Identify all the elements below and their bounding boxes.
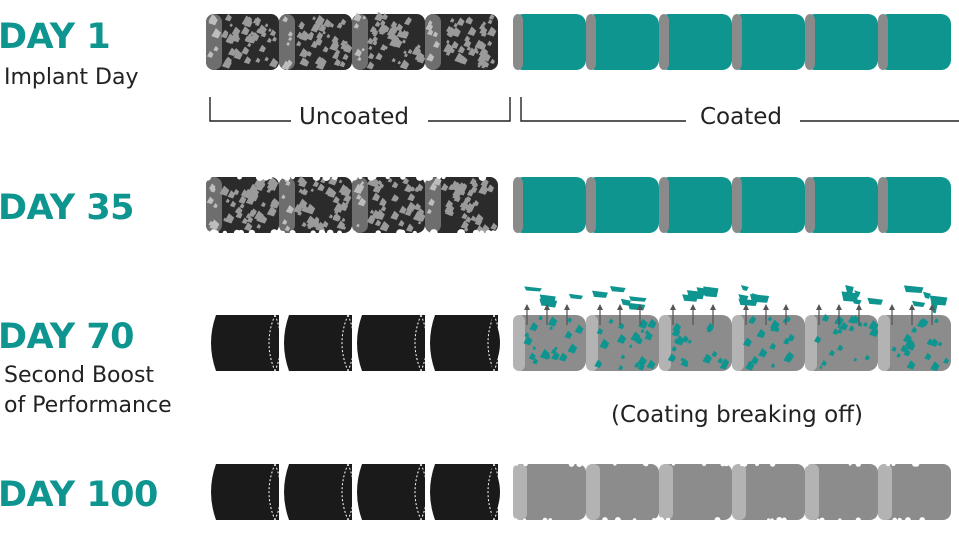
coated-label: Coated [692,106,790,129]
uncoated-pellet-segment [424,173,498,237]
uncoated-pellet-segment [357,463,428,521]
uncoated-pellet-segment [352,11,426,70]
day-100-title: DAY 100 [0,475,158,515]
coated-pellet-segment [586,14,659,70]
day-1-subtitle: Implant Day [4,65,139,90]
coated-pellet-segment [732,285,805,371]
uncoated-pellet-segment [430,314,501,372]
uncoated-pellet-segment [211,463,282,521]
uncoated-pellet-segment [203,173,280,237]
coated-pellet-segment [586,286,659,371]
day-70-subtitle-line-2: of Performance [4,393,172,418]
coated-pellet-segment [513,461,586,523]
uncoated-pellet-segment [279,14,353,71]
coated-pellet-segment [878,177,951,233]
coated-pellet-segment [513,14,586,70]
uncoated-pellet-segment [284,463,355,521]
uncoated-pellet-segment [349,173,426,237]
uncoated-pellet-segment [206,13,279,70]
coated-pellet-segment [513,286,586,371]
coated-pellet-segment [878,461,951,523]
uncoated-pellet-segment [279,173,352,237]
coated-pellet-segment [586,461,659,523]
day-1-title: DAY 1 [0,17,111,57]
coated-pellet-segment [659,14,732,70]
coated-pellet-segment [805,285,883,371]
coated-pellet-segment [732,177,805,233]
coated-pellet-segment [878,14,951,70]
day-35-title: DAY 35 [0,188,135,228]
coated-pellet-segment [657,461,732,523]
coated-pellet-segment [659,177,732,233]
day-70-subtitle-line-1: Second Boost [4,363,155,388]
uncoated-pellet-segment [425,13,498,70]
coated-pellet-segment [732,461,805,523]
uncoated-pellet-segment [430,463,501,521]
bracket-lines [209,97,959,122]
coated-pellet-segment [805,14,878,70]
day-70-title: DAY 70 [0,317,135,357]
coated-pellet-segment [878,285,951,372]
coated-pellet-segment [805,177,878,233]
coated-pellet-segment [803,461,881,523]
coated-pellet-segment [513,177,586,233]
uncoated-pellet-segment [284,314,355,372]
coating-breaking-note: (Coating breaking off) [611,402,863,428]
coated-pellet-segment [659,286,732,371]
uncoated-label: Uncoated [291,106,417,129]
coated-pellet-segment [586,177,659,233]
uncoated-pellet-segment [357,314,428,372]
uncoated-pellet-segment [211,314,282,372]
coated-pellet-segment [732,14,805,70]
